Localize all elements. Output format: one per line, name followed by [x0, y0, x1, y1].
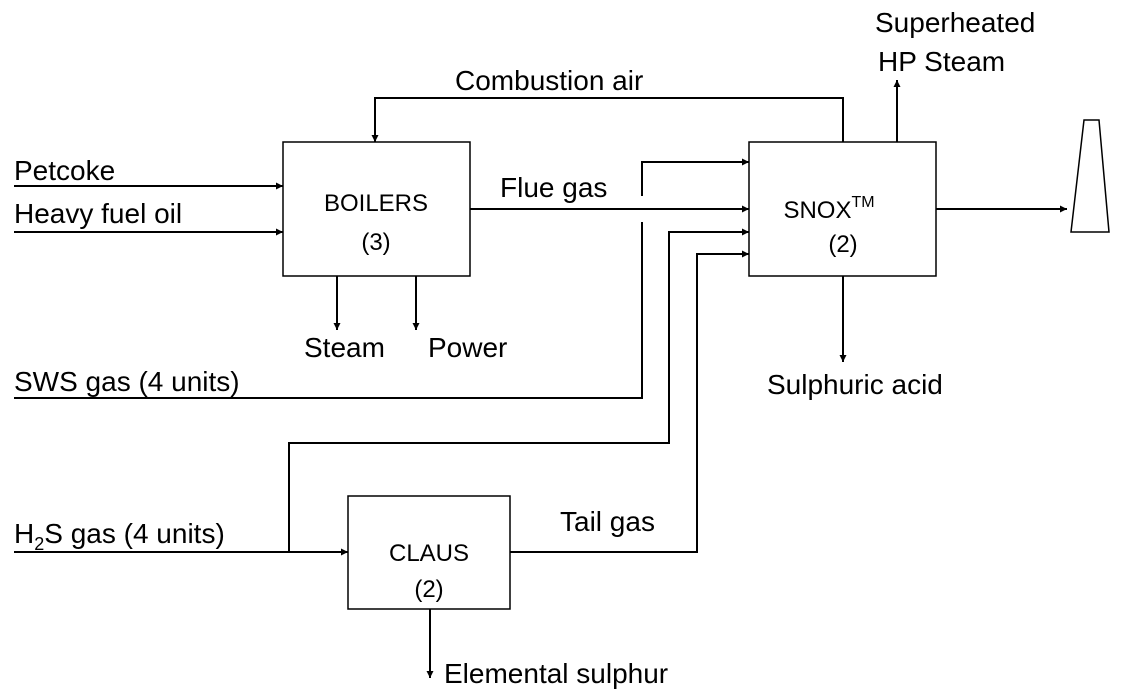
tail-gas-label: Tail gas — [560, 506, 655, 537]
boilers-count: (3) — [361, 229, 390, 256]
snox-count: (2) — [828, 231, 857, 258]
sws-gas-line — [14, 222, 643, 399]
boilers-box — [282, 141, 471, 277]
flue-gas-branch-line — [641, 158, 749, 196]
sws-gas-label: SWS gas (4 units) — [14, 366, 240, 397]
combustion-air-line — [371, 97, 844, 142]
tail-gas-line — [510, 250, 749, 553]
claus-box — [347, 495, 511, 610]
superheated-label-line1: Superheated — [875, 7, 1035, 38]
h2s-gas-label: H2S gas (4 units) — [14, 518, 225, 554]
flue-gas-label: Flue gas — [500, 172, 607, 203]
snox-name: SNOXTM — [783, 194, 874, 224]
petcoke-label: Petcoke — [14, 155, 115, 186]
superheated-label-line2: HP Steam — [878, 46, 1005, 77]
claus-count: (2) — [414, 576, 443, 603]
sulphuric-acid-label: Sulphuric acid — [767, 369, 943, 400]
heavy-fuel-oil-label: Heavy fuel oil — [14, 198, 182, 229]
snox-box — [748, 141, 937, 277]
power-label: Power — [428, 332, 507, 363]
stack-icon — [1070, 119, 1110, 233]
boilers-name: BOILERS — [324, 190, 428, 217]
claus-name: CLAUS — [389, 540, 469, 567]
steam-label: Steam — [304, 332, 385, 363]
elemental-sulphur-label: Elemental sulphur — [444, 658, 668, 689]
h2s-bypass-line — [288, 228, 749, 552]
combustion-air-label: Combustion air — [455, 65, 643, 96]
